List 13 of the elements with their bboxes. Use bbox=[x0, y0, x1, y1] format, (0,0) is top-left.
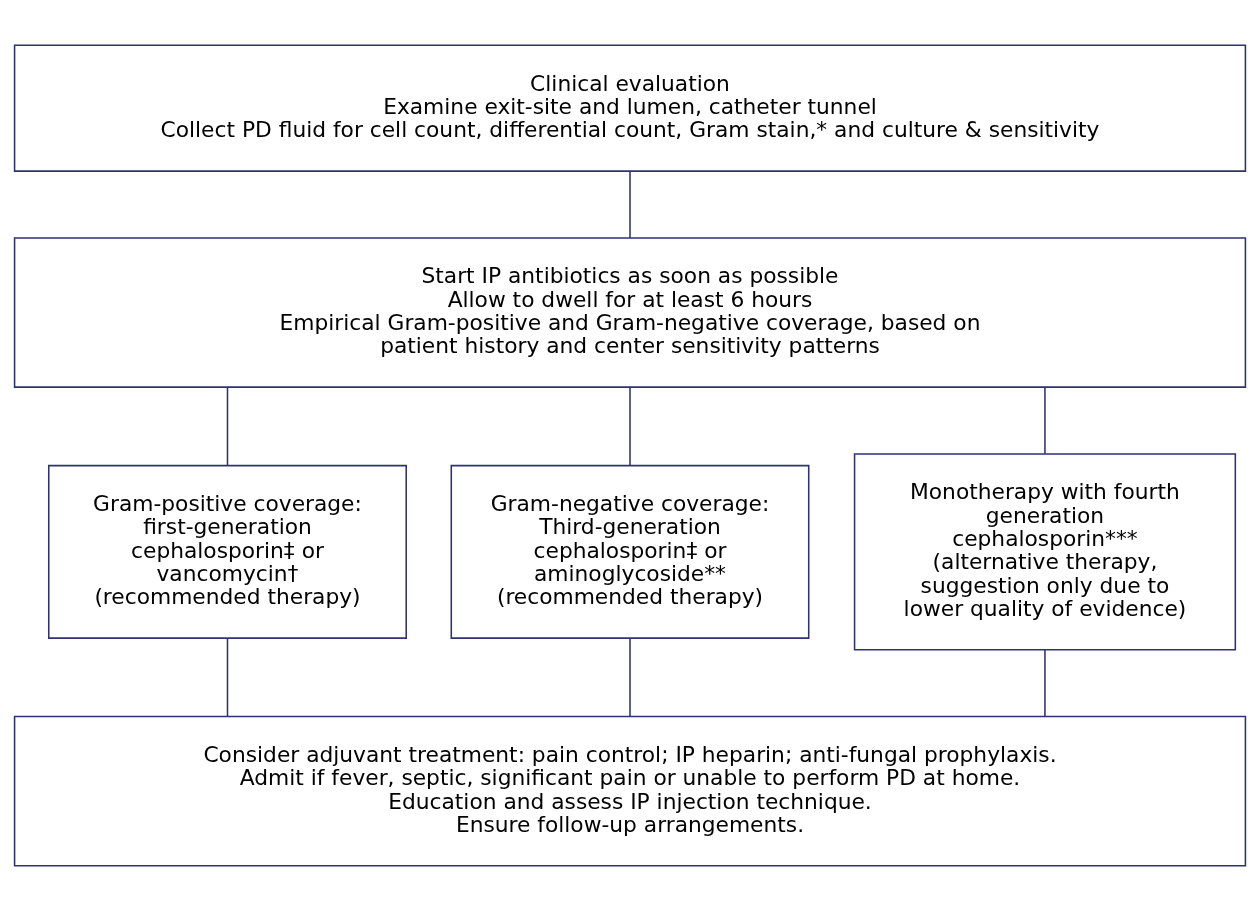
node-box: Gram-positive coverage: first-generation cephalosporin‡ or vancomycin† (recommended therapy) bbox=[48, 464, 407, 639]
node-box: Start IP antibiotics as soon as possible Allow to dwell for at least 6 hours Empirical Gram-positive and Gram-negative coverage, based on patient history and center sensitivity patterns bbox=[13, 237, 1247, 388]
connector bbox=[629, 386, 631, 467]
connector bbox=[226, 386, 229, 467]
connector bbox=[629, 637, 631, 718]
node-box: Consider adjuvant treatment: pain control; IP heparin; anti-fungal prophylaxis. Admit if fever, septic, significant pain or unable to perform PD at home. Education and assess IP injection technique. Ensure follow-up arrangements. bbox=[13, 715, 1247, 867]
connector bbox=[629, 170, 631, 239]
connector bbox=[1044, 386, 1046, 455]
connector bbox=[1044, 649, 1046, 718]
node-box: Gram-negative coverage: Third-generation cephalosporin‡ or aminoglycoside** (recommended therapy) bbox=[450, 464, 810, 639]
node-box: Clinical evaluation Examine exit-site and lumen, catheter tunnel Collect PD fluid for cell count, differential count, Gram stain,* and culture & sensitivity bbox=[13, 44, 1247, 172]
connector bbox=[226, 637, 229, 718]
node-box: Monotherapy with fourth generation cephalosporin*** (alternative therapy, suggestion only due to lower quality of evidence) bbox=[853, 453, 1237, 651]
